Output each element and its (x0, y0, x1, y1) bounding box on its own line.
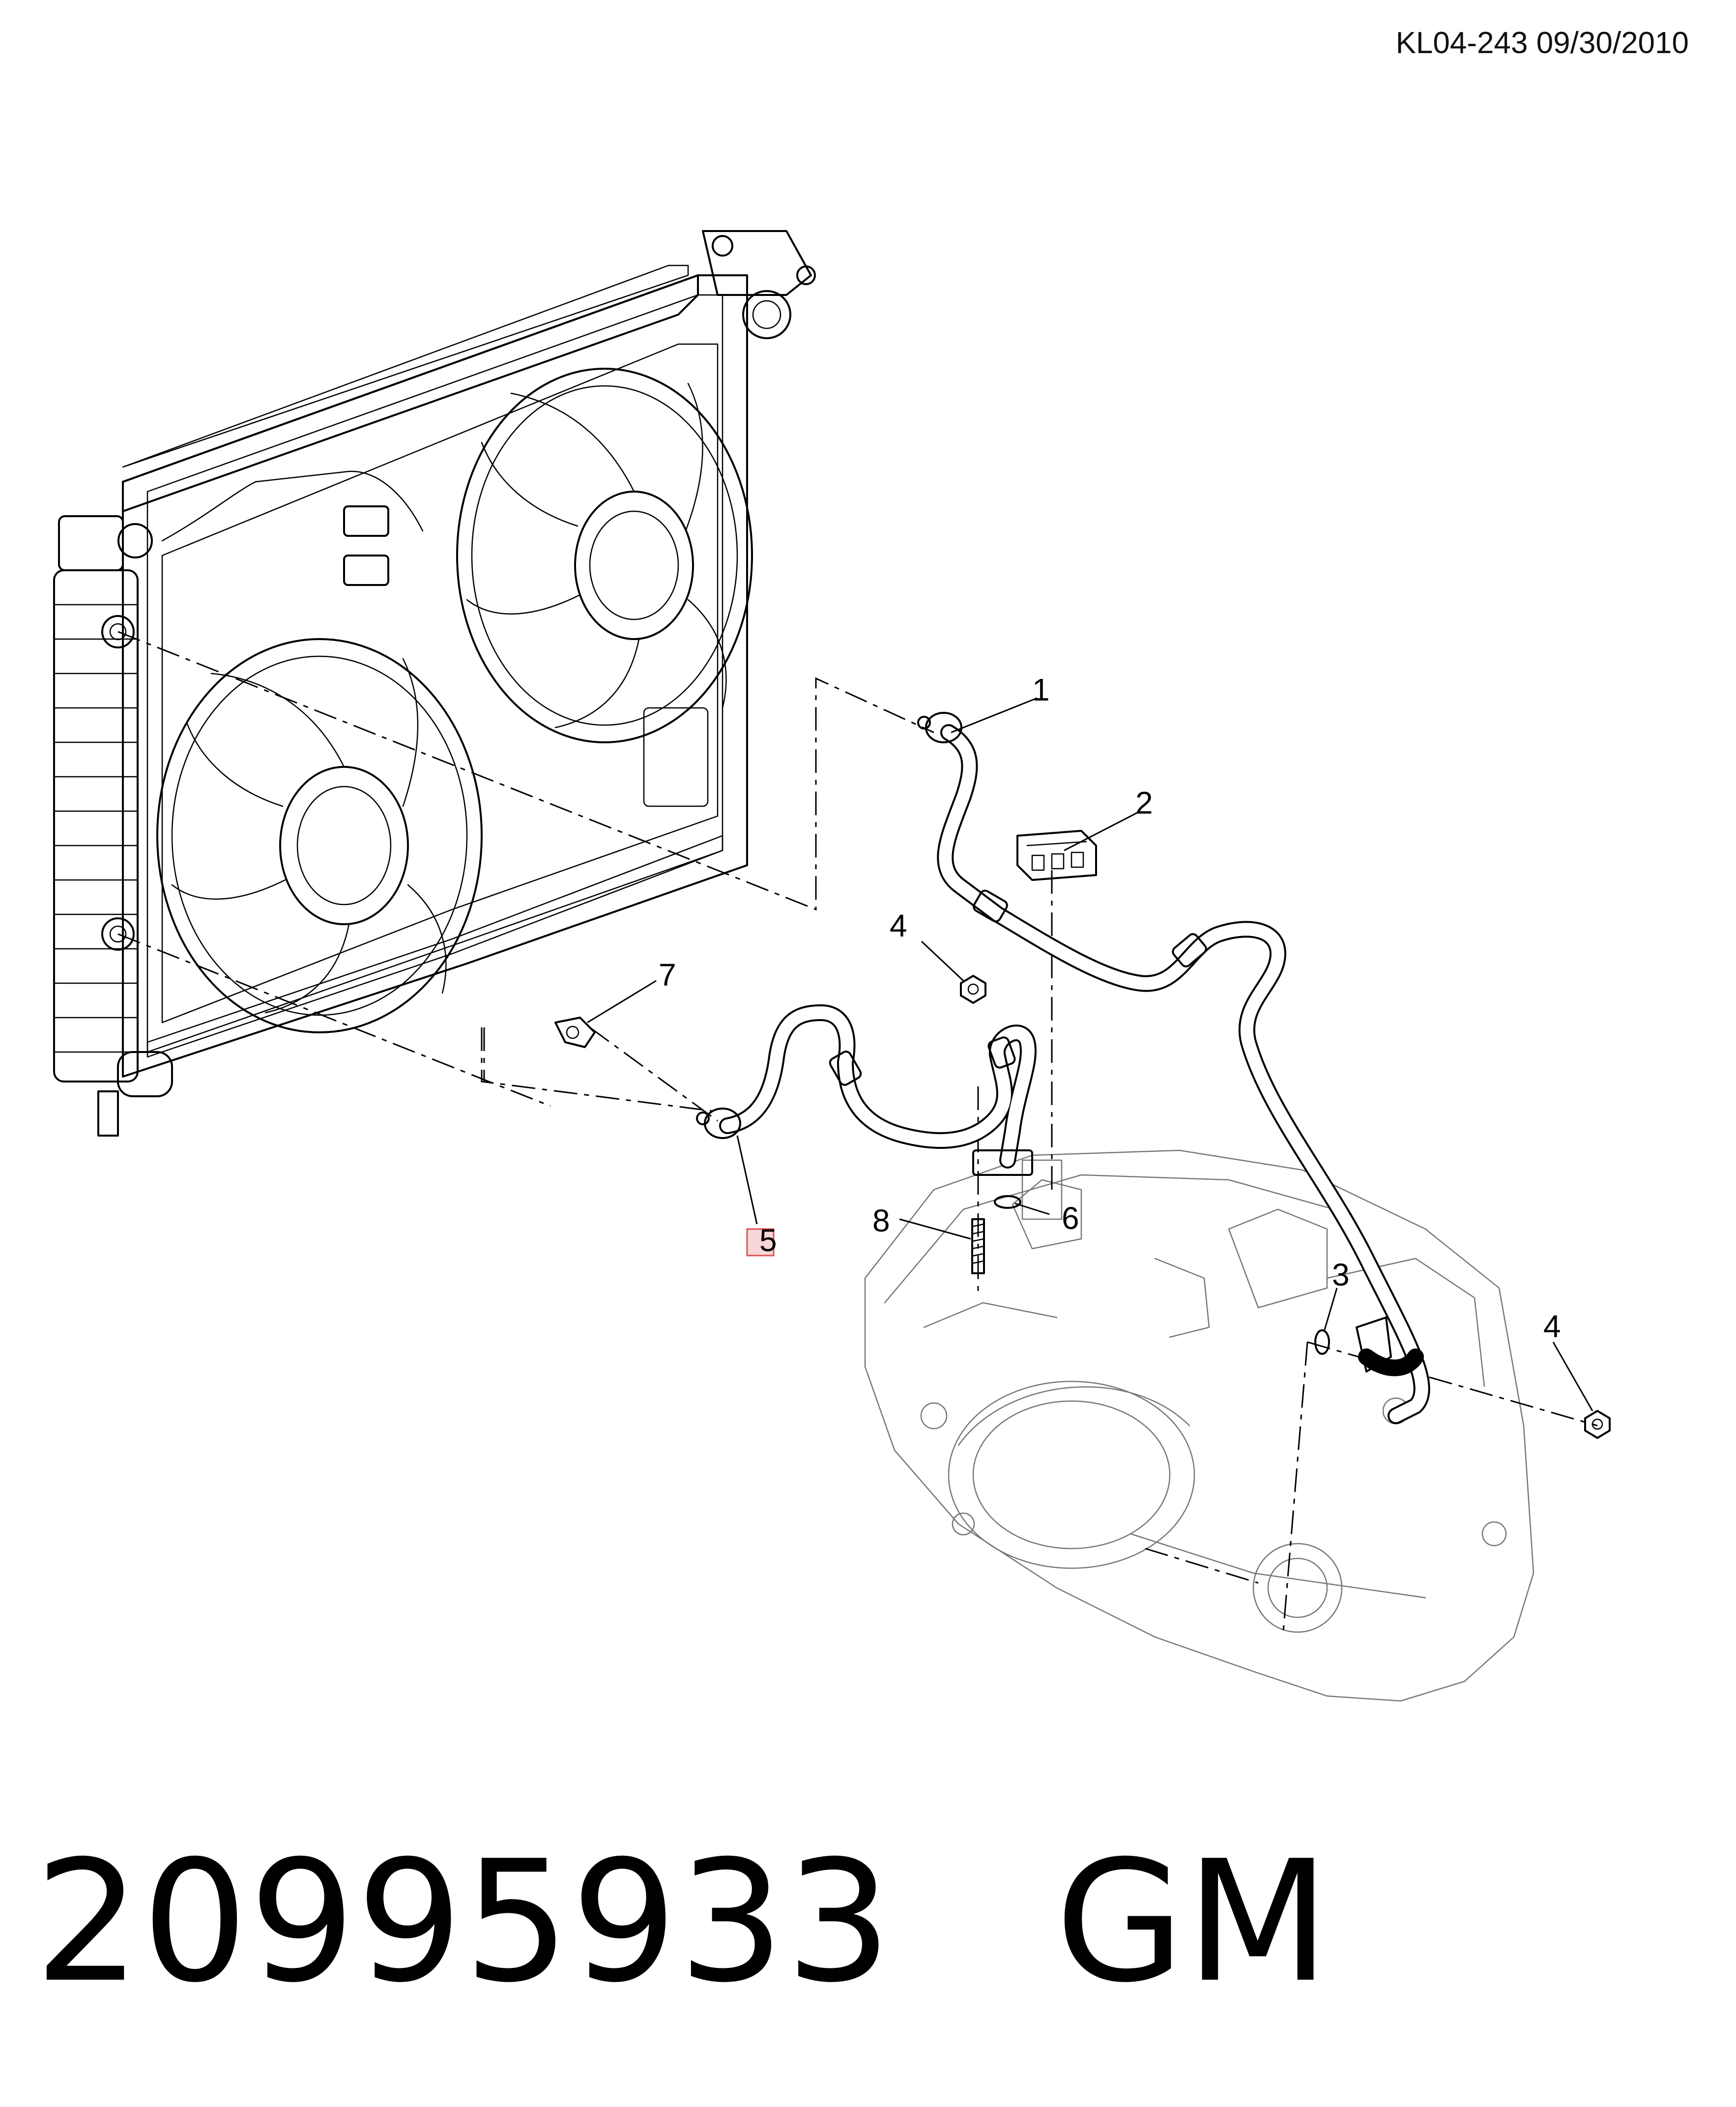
part-number-footer: 20995933 GM (34, 1839, 1331, 2006)
brand-name: GM (1055, 1825, 1331, 2019)
part-number: 20995933 (34, 1825, 893, 2019)
diagram-reference: KL04-243 09/30/2010 (1395, 26, 1689, 60)
nut-right (1584, 1410, 1611, 1439)
callout-5-highlight (746, 1228, 775, 1257)
nut-upper (960, 975, 986, 1004)
callout-6: 6 (1062, 1200, 1079, 1236)
seal-6 (994, 1195, 1021, 1209)
callout-2: 2 (1135, 785, 1153, 820)
seal-3 (1314, 1329, 1330, 1355)
callout-labels: 1 2 3 4 4 5 6 7 8 (659, 672, 1561, 1344)
callout-4-right: 4 (1543, 1309, 1561, 1344)
pipe-clip (1016, 830, 1097, 881)
clip-7 (554, 1017, 596, 1048)
callout-leaders (587, 697, 1593, 1411)
cooler-outlet-pipe (917, 712, 1430, 1424)
callout-3: 3 (1332, 1257, 1350, 1292)
callout-7: 7 (659, 957, 676, 993)
callout-4-upper: 4 (890, 908, 907, 943)
alignment-lines (117, 631, 1598, 1638)
cooler-inlet-pipe (696, 1004, 1037, 1176)
transmission-assembly (864, 1149, 1534, 1702)
callout-8: 8 (872, 1203, 890, 1238)
callout-5: 5 (759, 1223, 777, 1258)
callout-1: 1 (1032, 672, 1050, 707)
radiator-fan-assembly (53, 230, 816, 1137)
stud-8 (971, 1218, 985, 1274)
